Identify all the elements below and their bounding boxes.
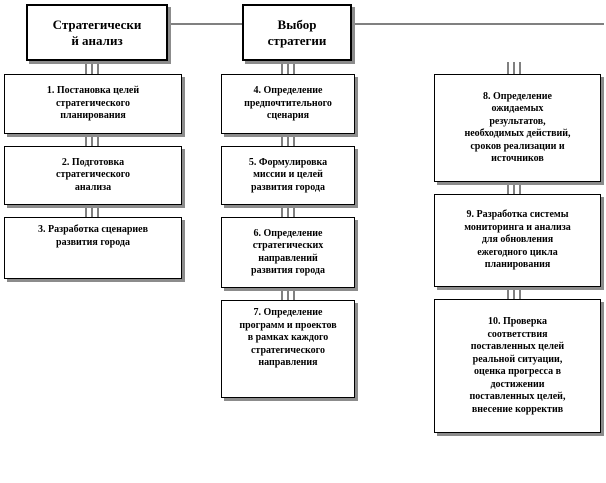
step-5-box: 5. Формулировка миссии и целей развития … <box>221 146 355 205</box>
step-5-label: 5. Формулировка миссии и целей развития … <box>248 156 328 193</box>
step-2-box: 2. Подготовка стратегического анализа <box>4 146 182 205</box>
step-4-box: 4. Определение предпочтительного сценари… <box>221 74 355 134</box>
step-3-label: 3. Разработка сценариев развития города <box>37 224 148 248</box>
step-1-label: 1. Постановка целей стратегического план… <box>46 85 140 122</box>
step-10-box: 10. Проверка соответствия поставленных ц… <box>434 299 601 433</box>
step-6-label: 6. Определение стратегических направлени… <box>251 227 325 277</box>
step-1-box: 1. Постановка целей стратегического план… <box>4 74 182 134</box>
step-9-label: 9. Разработка системы мониторинга и анал… <box>464 209 571 271</box>
step-4-label: 4. Определение предпочтительного сценари… <box>244 85 332 122</box>
connector-step6-to-step7 <box>281 288 295 300</box>
header-strategy-choice: Выбор стратегии <box>242 4 352 61</box>
step-7-box: 7. Определение программ и проектов в рам… <box>221 300 355 398</box>
connector-step5-to-step6 <box>281 205 295 217</box>
connector-step4-to-step5 <box>281 134 295 146</box>
header-strategic-analysis: Стратегически й анализ <box>26 4 168 61</box>
step-2-label: 2. Подготовка стратегического анализа <box>56 156 130 193</box>
step-3-box: 3. Разработка сценариев развития города <box>4 217 182 279</box>
connector-header-to-step1 <box>85 62 99 74</box>
connector-step2-to-step3 <box>85 205 99 217</box>
step-8-box: 8. Определение ожидаемых результатов, не… <box>434 74 601 182</box>
connector-top-to-step8 <box>507 62 521 74</box>
connector-header-to-step4 <box>281 62 295 74</box>
header-strategy-choice-label: Выбор стратегии <box>267 16 327 48</box>
step-7-label: 7. Определение программ и проектов в рам… <box>239 307 337 368</box>
connector-step1-to-step2 <box>85 134 99 146</box>
connector-step8-to-step9 <box>507 182 521 194</box>
connector-step9-to-step10 <box>507 287 521 299</box>
step-10-label: 10. Проверка соответствия поставленных ц… <box>469 316 566 415</box>
step-8-label: 8. Определение ожидаемых результатов, не… <box>464 90 571 165</box>
step-6-box: 6. Определение стратегических направлени… <box>221 217 355 288</box>
header-strategic-analysis-label: Стратегически й анализ <box>52 16 142 48</box>
step-9-box: 9. Разработка системы мониторинга и анал… <box>434 194 601 287</box>
